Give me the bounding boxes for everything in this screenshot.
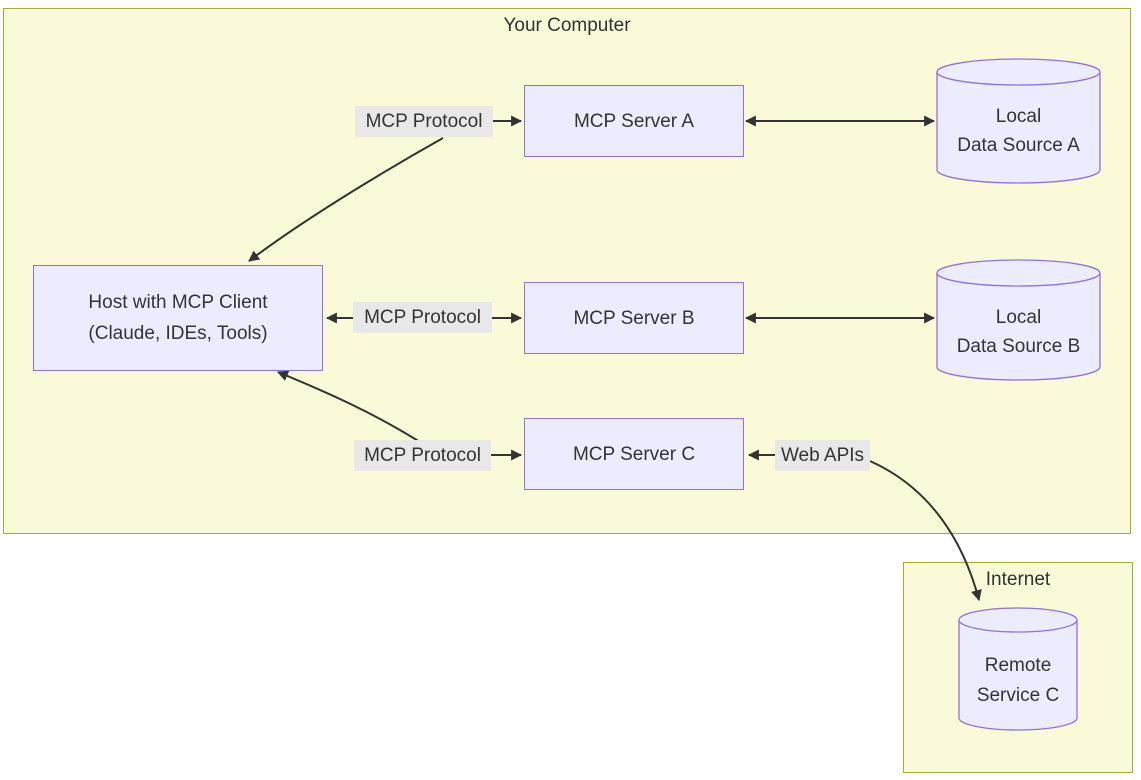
edge-protocol-a-to-host (248, 137, 444, 262)
node-local-data-source-b-label: Local Data Source B (937, 303, 1100, 361)
database-cylinder-local-data-source-a (936, 58, 1101, 184)
edge-label-mcp-protocol-c: MCP Protocol (354, 440, 491, 471)
node-host-label-line2: (Claude, IDEs, Tools) (88, 323, 268, 344)
cluster-title-internet: Internet (985, 569, 1051, 590)
node-mcp-server-b-label: MCP Server B (573, 307, 695, 329)
local-data-source-b-line2: Data Source B (956, 336, 1081, 357)
cluster-internet: Internet (903, 562, 1133, 773)
remote-service-c-line2: Service C (976, 685, 1060, 706)
node-mcp-server-a: MCP Server A (524, 85, 744, 157)
edge-label-web-apis: Web APIs (775, 440, 870, 471)
edge-web-apis-to-remote-service-c (869, 460, 982, 602)
database-cylinder-remote-service-c (958, 607, 1078, 731)
local-data-source-b-line1: Local (995, 307, 1042, 328)
edge-label-mcp-protocol-a: MCP Protocol (355, 106, 493, 137)
node-host-label-line1: Host with MCP Client (88, 292, 268, 313)
node-host-with-mcp-client: Host with MCP Client (Claude, IDEs, Tool… (33, 265, 323, 371)
node-mcp-server-c-label: MCP Server C (572, 443, 696, 465)
node-mcp-server-a-label: MCP Server A (573, 110, 695, 132)
local-data-source-a-line2: Data Source A (957, 135, 1080, 156)
node-local-data-source-a-label: Local Data Source A (937, 102, 1100, 160)
node-mcp-server-b: MCP Server B (524, 282, 744, 354)
local-data-source-a-line1: Local (995, 106, 1042, 127)
node-remote-service-c-label: Remote Service C (959, 651, 1077, 711)
node-mcp-server-c: MCP Server C (524, 418, 744, 490)
edge-protocol-c-to-host (276, 370, 421, 443)
remote-service-c-line1: Remote (984, 655, 1052, 676)
cluster-title-your-computer: Your Computer (503, 15, 631, 36)
database-cylinder-local-data-source-b (936, 259, 1101, 381)
edge-label-mcp-protocol-b: MCP Protocol (353, 302, 492, 333)
